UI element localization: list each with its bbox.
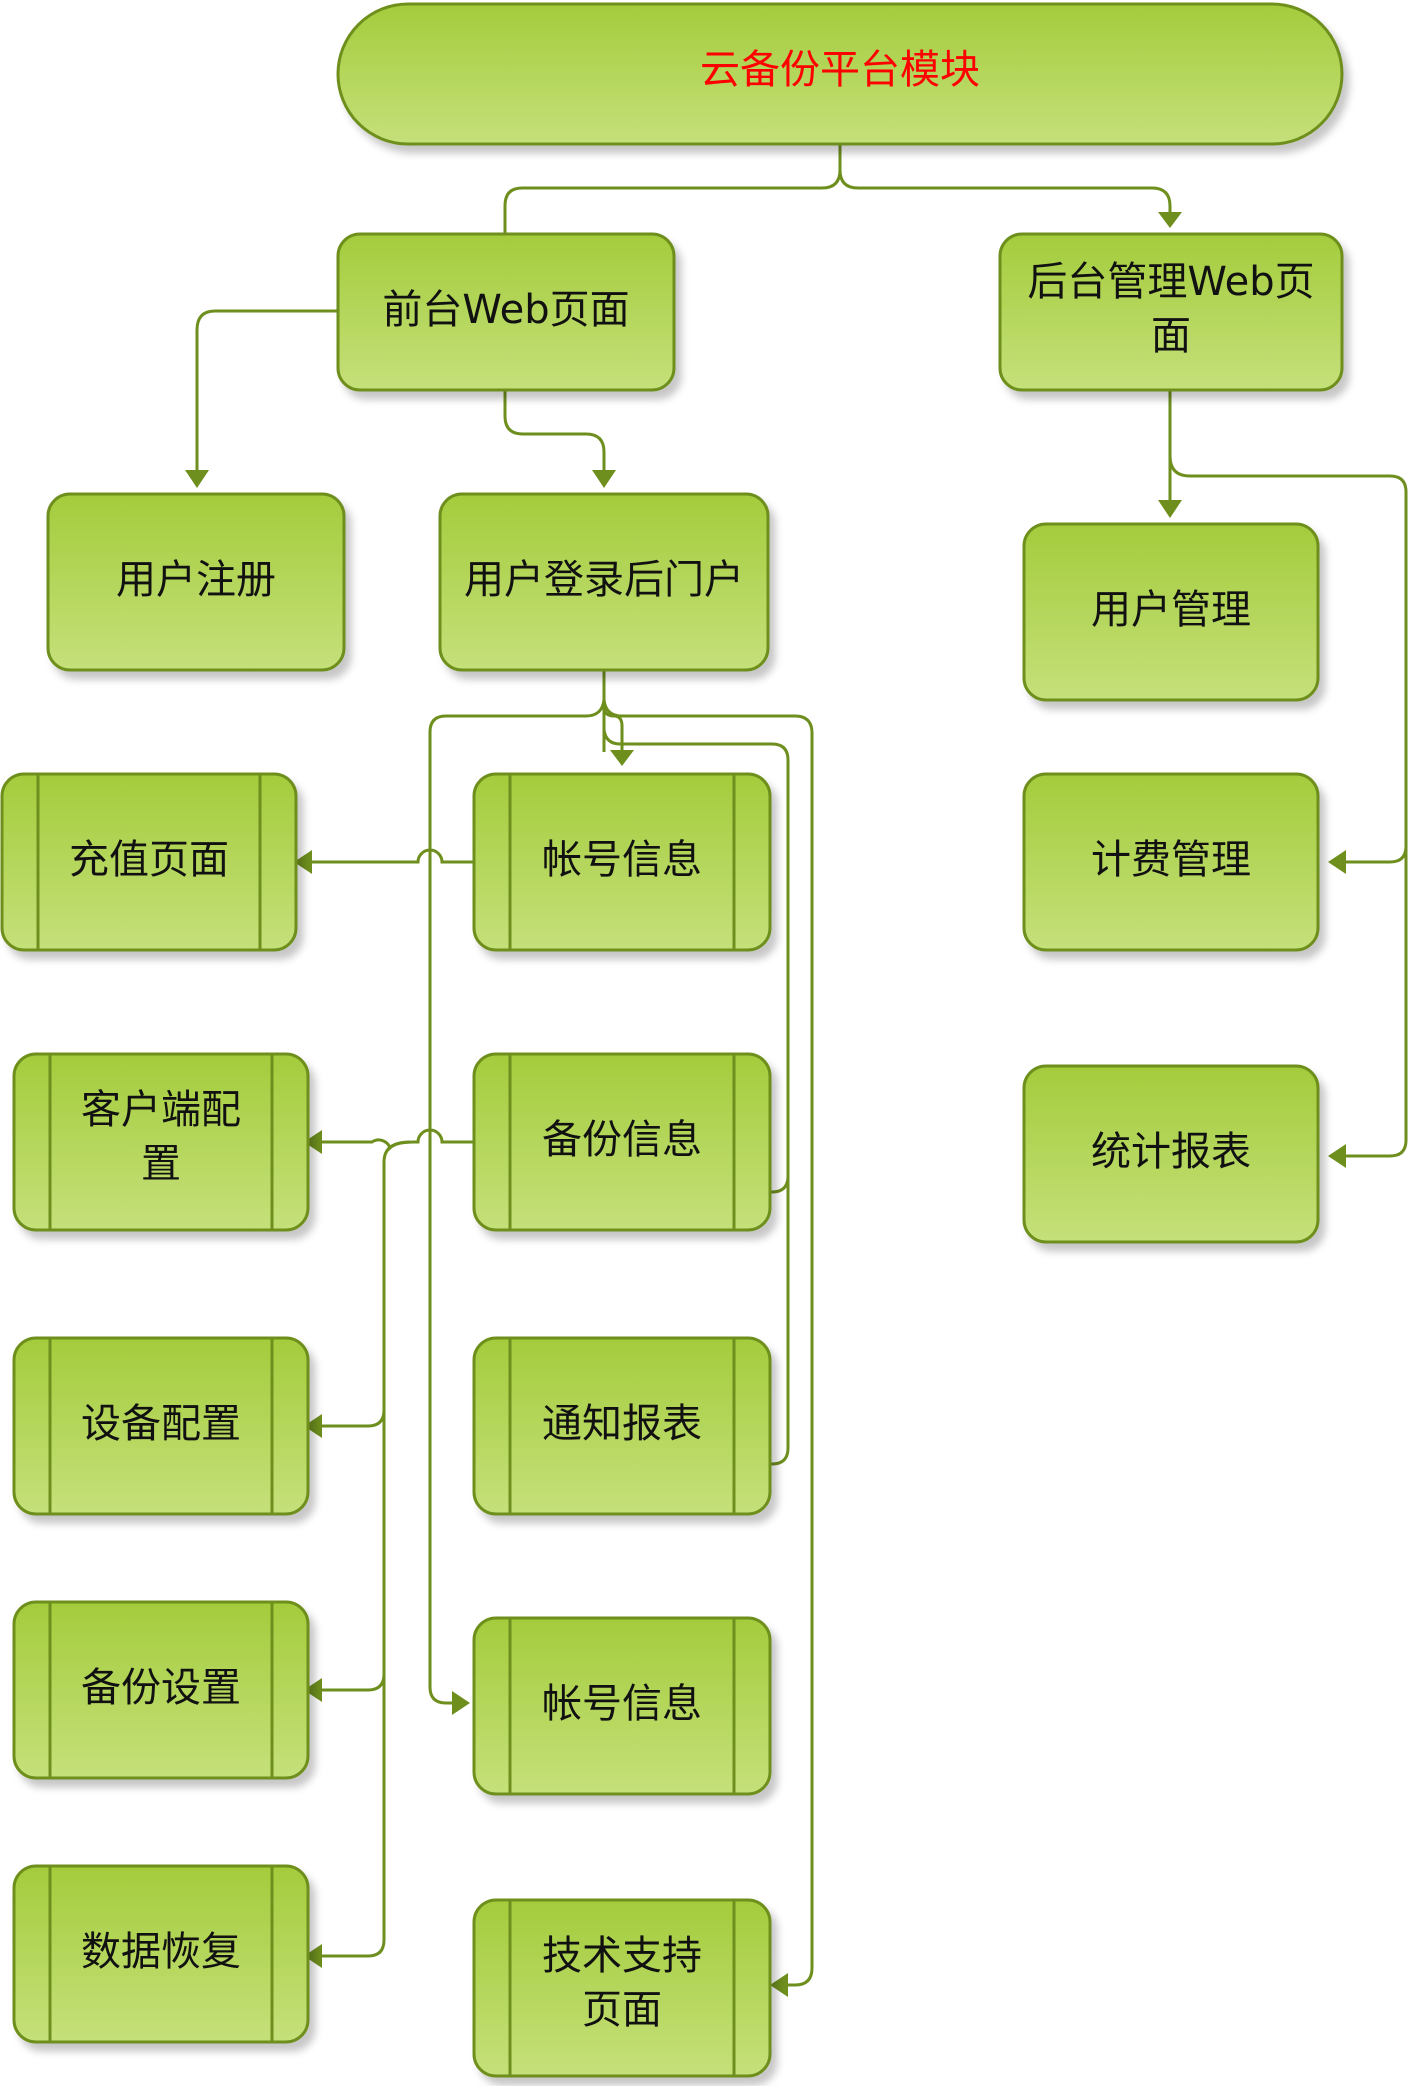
arrow-to-tech-support [770,1973,788,1997]
client-config-text-line1: 客户端配 [81,1087,241,1133]
edge-front-to-portal [503,390,606,474]
edge-portal-left-bus [428,699,606,1705]
node-client-config: 客户端配 置 [12,1052,310,1232]
node-data-recovery: 数据恢复 [12,1864,310,2044]
edge-portal-inner-bus [602,729,790,1194]
arrow-to-device-config [304,1414,322,1438]
tech-support-text-line2: 页面 [582,1987,662,2033]
node-front-web: 前台Web页面 [336,232,676,392]
recharge-page-text: 充值页面 [69,837,229,883]
front-web-text: 前台Web页面 [382,287,629,333]
billing-management-text: 计费管理 [1091,837,1251,883]
arrow-to-backup-settings [304,1678,322,1702]
edge-backup-left-bus [316,1140,411,1958]
arrow-to-back [1158,212,1182,228]
arrow-to-register [185,470,209,488]
user-portal-text: 用户登录后门户 [464,557,744,603]
node-user-management: 用户管理 [1022,522,1320,702]
edge-portal-outer-bus [602,699,814,1987]
backup-settings-text: 备份设置 [81,1665,241,1711]
backup-info-text: 备份信息 [542,1117,702,1163]
data-recovery-text: 数据恢复 [81,1929,241,1975]
arrow-to-data-recovery [304,1944,322,1968]
arrow-to-portal [592,470,616,488]
account-info-2-text: 帐号信息 [542,1681,702,1727]
back-web-text-line2: 面 [1151,313,1191,359]
nodes: 云备份平台模块 前台Web页面 后台管理Web页 面 用户注册 用户登录后门户 … [0,2,1344,2078]
edge-front-to-register [195,309,338,474]
device-config-text: 设备配置 [81,1401,241,1447]
node-user-portal: 用户登录后门户 [438,492,770,672]
arrow-to-account-2 [452,1691,470,1715]
tech-support-text-line1: 技术支持 [542,1933,702,1979]
client-config-text-line2: 置 [141,1141,181,1187]
node-recharge-page: 充值页面 [0,772,298,952]
node-tech-support: 技术支持 页面 [472,1898,772,2078]
node-title: 云备份平台模块 [336,2,1344,146]
arrow-to-account [610,750,634,766]
node-back-web: 后台管理Web页 面 [998,232,1344,392]
arrow-to-statistics [1328,1144,1346,1168]
arrow-to-client-config [304,1130,322,1154]
edge-title-branch [503,145,842,242]
edge-bus-to-settings [316,1673,386,1692]
node-statistics-report: 统计报表 [1022,1064,1320,1244]
title-text: 云备份平台模块 [700,47,980,93]
arrow-to-user-mgmt [1158,500,1182,518]
edge-backup-to-client [316,1128,474,1151]
arrow-to-recharge [294,850,312,874]
notification-report-text: 通知报表 [542,1401,702,1447]
arrow-to-billing [1328,850,1346,874]
node-account-info: 帐号信息 [472,772,772,952]
user-management-text: 用户管理 [1091,587,1251,633]
edge-back-right-bus [1168,455,1408,864]
connector-lines [195,145,1408,1987]
edge-title-to-back [838,169,1172,220]
node-user-register: 用户注册 [46,492,346,672]
account-info-text: 帐号信息 [542,837,702,883]
node-billing-management: 计费管理 [1022,772,1320,952]
user-register-text: 用户注册 [116,557,276,603]
node-notification-report: 通知报表 [472,1336,772,1516]
node-account-info-2: 帐号信息 [472,1616,772,1796]
back-web-text-line1: 后台管理Web页 [1027,259,1314,305]
node-backup-info: 备份信息 [472,1052,772,1232]
edge-account-to-recharge [305,848,474,864]
node-backup-settings: 备份设置 [12,1600,310,1780]
node-device-config: 设备配置 [12,1336,310,1516]
statistics-report-text: 统计报表 [1091,1129,1251,1175]
edge-inner-bus-to-notification [740,1176,790,1466]
edge-back-to-statistics [1340,846,1408,1158]
edge-bus-to-device [316,1409,386,1428]
